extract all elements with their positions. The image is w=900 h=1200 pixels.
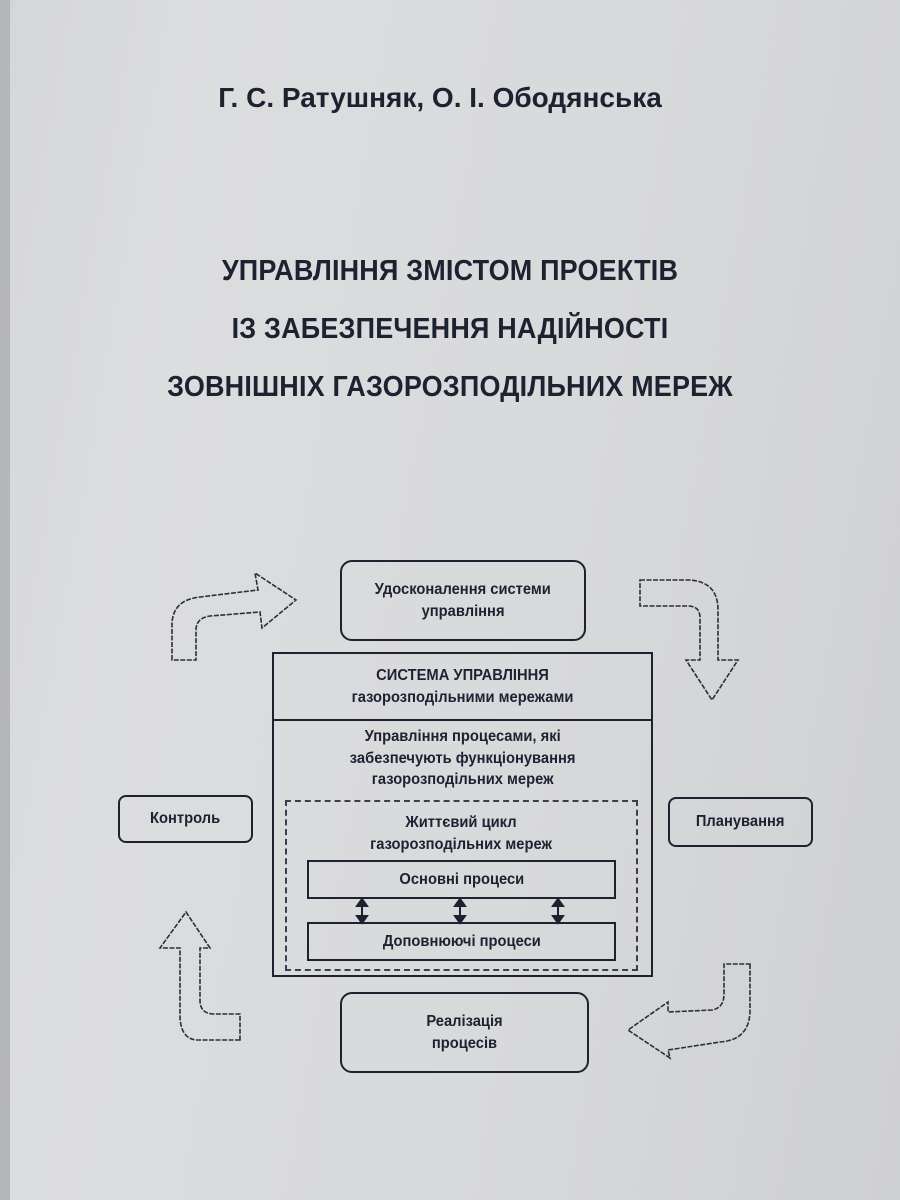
authors: Г. С. Ратушняк, О. І. Ободянська [218,82,662,113]
process-management: Управління процесами, які забезпечують ф… [340,726,585,791]
system-header-line-2: газорозподільними мережами [351,688,574,706]
main-processes-label: Основні процеси [399,870,524,888]
double-arrow-icon [453,897,467,925]
double-arrow-icon [355,897,369,925]
title-line-3: ЗОВНІШНІХ ГАЗОРОЗПОДІЛЬНИХ МЕРЕЖ [167,371,733,403]
lifecycle-box [285,800,638,971]
implementation-line-1: Реалізація [426,1012,503,1030]
supporting-processes-label: Доповнюючі процеси [382,932,541,950]
title-line-1: УПРАВЛІННЯ ЗМІСТОМ ПРОЕКТІВ [221,255,679,287]
control-box: Контроль [118,795,253,843]
lifecycle-line-1: Життєвий цикл [405,814,517,831]
planning-box: Планування [668,797,813,847]
planning-label: Планування [696,813,785,831]
implementation-box: Реалізація процесів [340,992,589,1073]
process-management-line-1: Управління процесами, які [364,728,561,745]
double-arrow-icon [551,897,565,925]
system-header: СИСТЕМА УПРАВЛІННЯ газорозподільними мер… [274,654,651,721]
arrow-top-right-icon [639,579,740,702]
lifecycle-label: Життєвий цикл газорозподільних мереж [0,812,900,855]
improvement-line-1: Удосконалення системи [374,580,552,598]
improvement-line-2: управління [421,602,505,620]
supporting-processes-box: Доповнюючі процеси [307,922,616,961]
process-management-line-2: забезпечують функціонування [349,749,576,767]
arrow-bottom-left-icon [158,910,241,1041]
implementation-line-2: процесів [431,1034,498,1052]
title-line-2: ІЗ ЗАБЕЗПЕЧЕННЯ НАДІЙНОСТІ [231,313,669,345]
arrow-top-left-icon [171,571,298,661]
improvement-box: Удосконалення системи управління [340,560,586,641]
process-management-line-3: газорозподільних мереж [371,771,554,789]
control-label: Контроль [150,810,221,828]
arrow-bottom-right-icon [626,963,751,1060]
system-header-line-1: СИСТЕМА УПРАВЛІННЯ [376,666,549,684]
management-system-box: СИСТЕМА УПРАВЛІННЯ газорозподільними мер… [272,652,653,977]
page-edge [0,0,10,1200]
main-processes-box: Основні процеси [307,860,616,899]
lifecycle-line-2: газорозподільних мереж [370,835,552,853]
